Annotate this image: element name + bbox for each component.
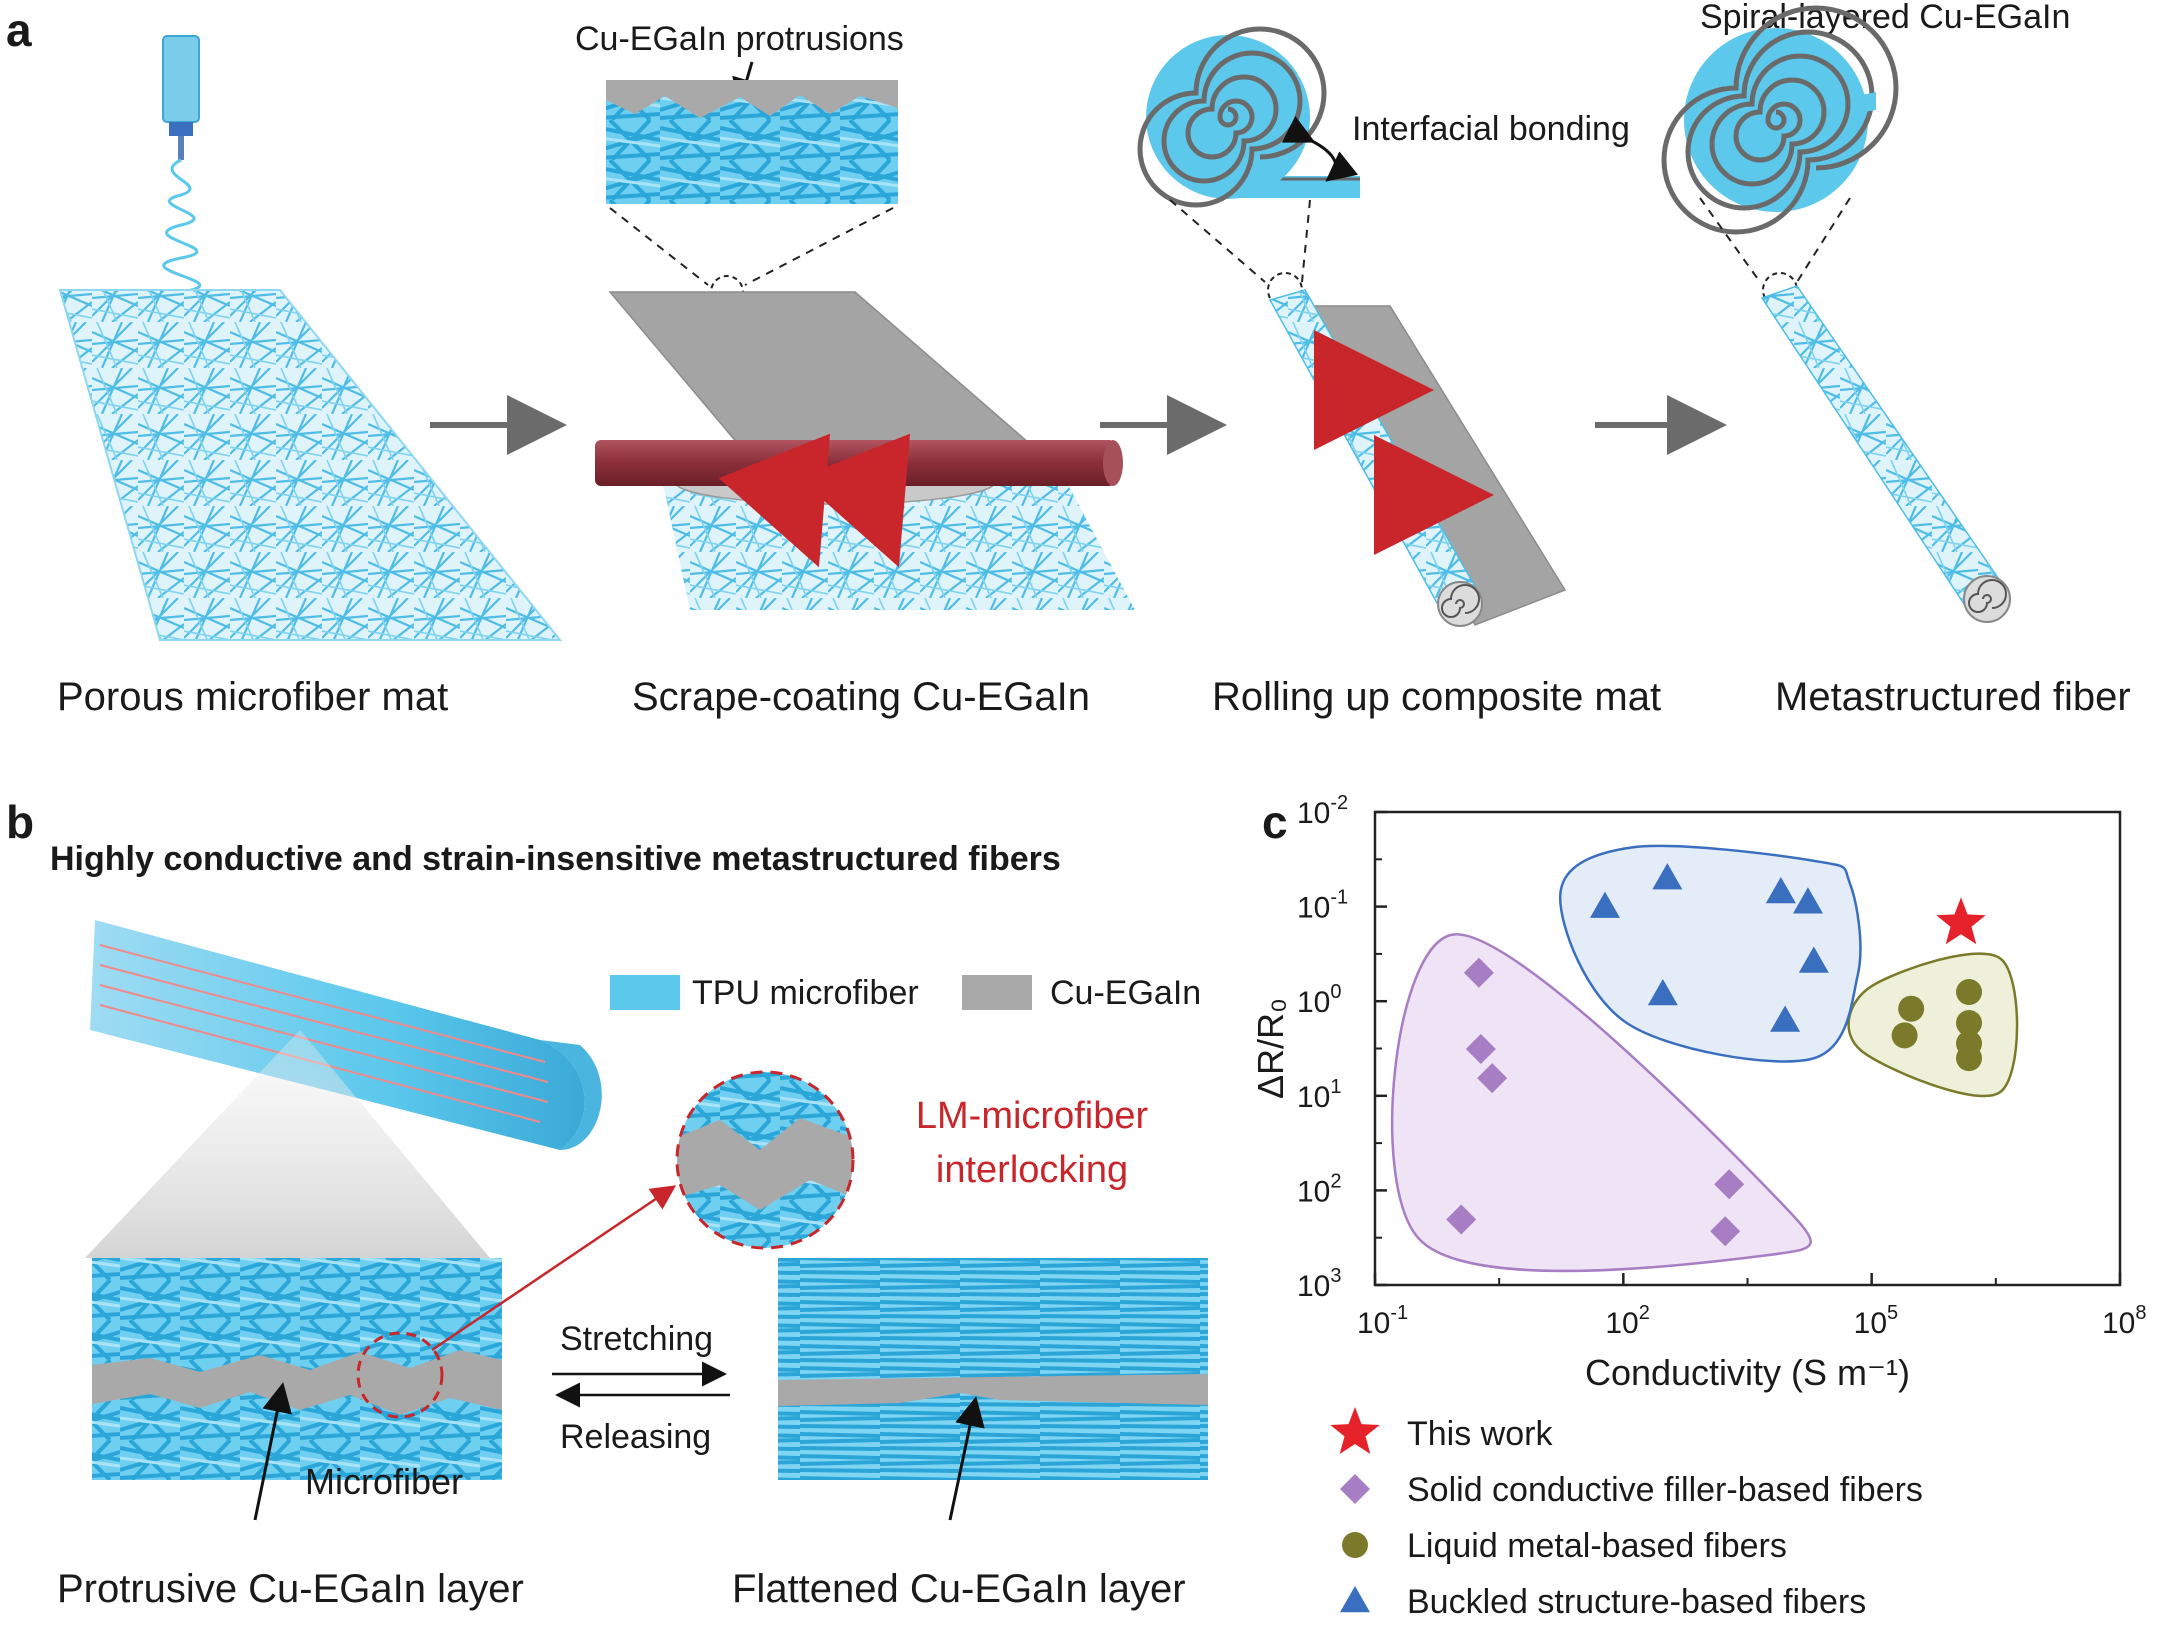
- data-point-diamond: [1465, 1033, 1496, 1064]
- data-point-star: [1936, 897, 1986, 945]
- series-region-outline: [1847, 952, 2019, 1098]
- roll-zoom-guide-left: [1169, 199, 1266, 283]
- flattened-layer-block: [778, 1258, 1208, 1480]
- protrusive-layer-block: [92, 1258, 502, 1480]
- rolling-arrow-1: [1313, 330, 1434, 451]
- panel-c-letter: c: [1262, 796, 1288, 848]
- porous-microfiber-mat: [58, 289, 563, 641]
- step1-caption: Porous microfiber mat: [57, 675, 448, 719]
- panel-a-letter: a: [6, 4, 32, 56]
- bonding-double-arrow: [1281, 115, 1359, 182]
- step3-callout: Interfacial bonding: [1352, 110, 1630, 148]
- y-tick-label: 100: [1297, 981, 1342, 1019]
- metastructured-fiber-body: [1760, 285, 2007, 612]
- stretching-label: Stretching: [560, 1320, 713, 1358]
- x-tick-label: 102: [1605, 1302, 1650, 1340]
- rolling-arrow-2: [1373, 435, 1494, 556]
- right-layer-caption: Flattened Cu-EGaIn layer: [732, 1567, 1186, 1611]
- releasing-label: Releasing: [560, 1418, 711, 1456]
- electrospinning-syringe-icon: [162, 35, 202, 294]
- data-point-diamond: [1714, 1169, 1745, 1200]
- roll-cross-section-inset: [1137, 26, 1360, 208]
- half-fiber-illustration: [90, 920, 602, 1150]
- legend-marker-circle: [1342, 1532, 1368, 1558]
- data-point-circle: [1956, 1045, 1983, 1072]
- legend-marker-star: [1330, 1407, 1380, 1454]
- panel-b-letter: b: [6, 796, 34, 848]
- roll-zoom-marker: [1267, 272, 1303, 308]
- coating-flow-arrow-2: [798, 433, 911, 568]
- legend-label-cuegain: Cu-EGaIn: [1050, 974, 1201, 1012]
- rolled-end-spiral: [1437, 581, 1483, 627]
- legend-entry-label: Buckled structure-based fibers: [1407, 1583, 1866, 1621]
- legend-swatch-cuegain: [962, 975, 1032, 1010]
- data-point-triangle: [1792, 887, 1823, 914]
- spiral-cross-section-inset: [1661, 5, 1899, 235]
- panel-b-title: Highly conductive and strain-insensitive…: [50, 840, 1061, 878]
- interlock-label-line1: LM-microfiber: [916, 1095, 1149, 1137]
- legend-swatch-tpu: [610, 975, 680, 1010]
- data-point-triangle: [1798, 946, 1829, 973]
- series-circle-group: [1847, 952, 2019, 1098]
- interlock-label-line2: interlocking: [936, 1149, 1128, 1191]
- zoom-guide-line-left: [609, 207, 709, 286]
- data-point-circle: [1956, 979, 1983, 1006]
- legend-marker-diamond: [1340, 1474, 1370, 1504]
- step3-caption: Rolling up composite mat: [1212, 675, 1661, 719]
- left-layer-caption: Protrusive Cu-EGaIn layer: [57, 1567, 524, 1611]
- legend-label-tpu: TPU microfiber: [692, 974, 919, 1012]
- interlock-focus-circle: [356, 1331, 444, 1419]
- x-tick-label: 108: [2102, 1302, 2147, 1340]
- data-point-diamond: [1446, 1204, 1477, 1235]
- series-triangle-group: [1558, 844, 1862, 1063]
- fiber-end-spiral: [1963, 575, 2011, 623]
- step2-caption: Scrape-coating Cu-EGaIn: [632, 675, 1090, 719]
- series-diamond-group: [1391, 933, 1812, 1273]
- data-point-triangle: [1589, 891, 1620, 918]
- microfiber-label: Microfiber: [305, 1461, 463, 1502]
- y-tick-label: 102: [1297, 1170, 1342, 1208]
- legend-entry-label: Liquid metal-based fibers: [1407, 1527, 1787, 1565]
- flattened-layer-pointer: [948, 1396, 985, 1521]
- protrusive-layer-pointer: [253, 1382, 292, 1521]
- zoom-guide-line-right: [744, 207, 894, 286]
- legend-marker-triangle: [1340, 1586, 1370, 1613]
- data-point-triangle: [1765, 876, 1796, 904]
- data-point-circle: [1898, 995, 1925, 1022]
- data-point-circle: [1956, 1010, 1983, 1037]
- x-axis-title: Conductivity (S m⁻¹): [1585, 1352, 1910, 1393]
- fiber-zoom-guide-left: [1699, 197, 1761, 283]
- legend-entry-label: Solid conductive filler-based fibers: [1407, 1471, 1923, 1509]
- data-point-triangle: [1652, 863, 1683, 890]
- series-region-outline: [1391, 933, 1812, 1273]
- x-tick-label: 105: [1854, 1302, 1899, 1340]
- series-star-group: [1936, 897, 1986, 945]
- data-point-diamond: [1477, 1063, 1508, 1094]
- data-point-diamond: [1463, 957, 1494, 988]
- data-point-diamond: [1710, 1216, 1741, 1247]
- x-tick-label: 10-1: [1357, 1302, 1408, 1340]
- scraper-roller: [595, 440, 1123, 486]
- step2-callout: Cu-EGaIn protrusions: [575, 20, 904, 58]
- y-tick-label: 10-2: [1297, 792, 1348, 830]
- interlock-zoom-circle: [677, 1072, 853, 1248]
- y-tick-label: 103: [1297, 1265, 1342, 1303]
- y-axis-title: ΔR/R₀: [1250, 998, 1291, 1099]
- legend-entry-label: This work: [1407, 1415, 1553, 1453]
- y-tick-label: 10-1: [1297, 887, 1348, 925]
- roll-zoom-guide-right: [1301, 199, 1311, 283]
- data-point-circle: [1891, 1022, 1918, 1049]
- step4-caption: Metastructured fiber: [1775, 675, 2131, 719]
- data-point-triangle: [1770, 1005, 1801, 1032]
- data-point-triangle: [1647, 979, 1678, 1006]
- interlock-pointer-arrow: [431, 1185, 677, 1352]
- y-tick-label: 101: [1297, 1076, 1342, 1114]
- fiber-zoom-guide-right: [1796, 197, 1851, 283]
- protrusion-zoom-inset: [606, 80, 898, 204]
- zoom-projection-cone: [85, 1030, 490, 1258]
- conductivity-chart: 10-1 102 105 108 10-2 10-1 100 101 102 103Conduct…: [1250, 792, 2147, 1621]
